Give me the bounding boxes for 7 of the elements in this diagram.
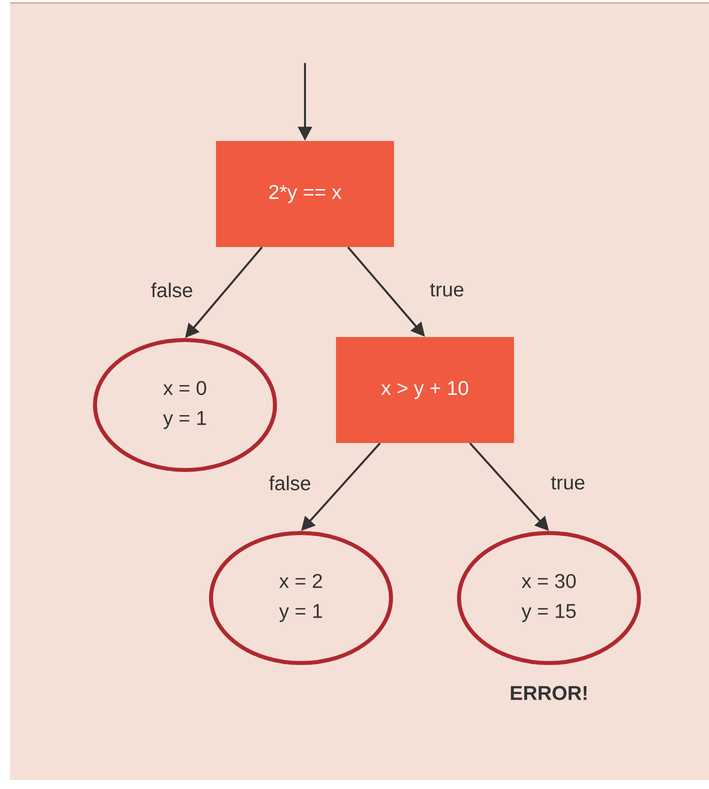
edge-label: true xyxy=(550,475,586,491)
edge-label: true xyxy=(428,282,466,298)
edge-label: false xyxy=(150,282,194,298)
condition-box: 2*y == x xyxy=(216,141,394,247)
error-note: ERROR! xyxy=(510,686,587,700)
condition-box: x > y + 10 xyxy=(336,337,514,443)
edge-label: false xyxy=(268,474,312,492)
